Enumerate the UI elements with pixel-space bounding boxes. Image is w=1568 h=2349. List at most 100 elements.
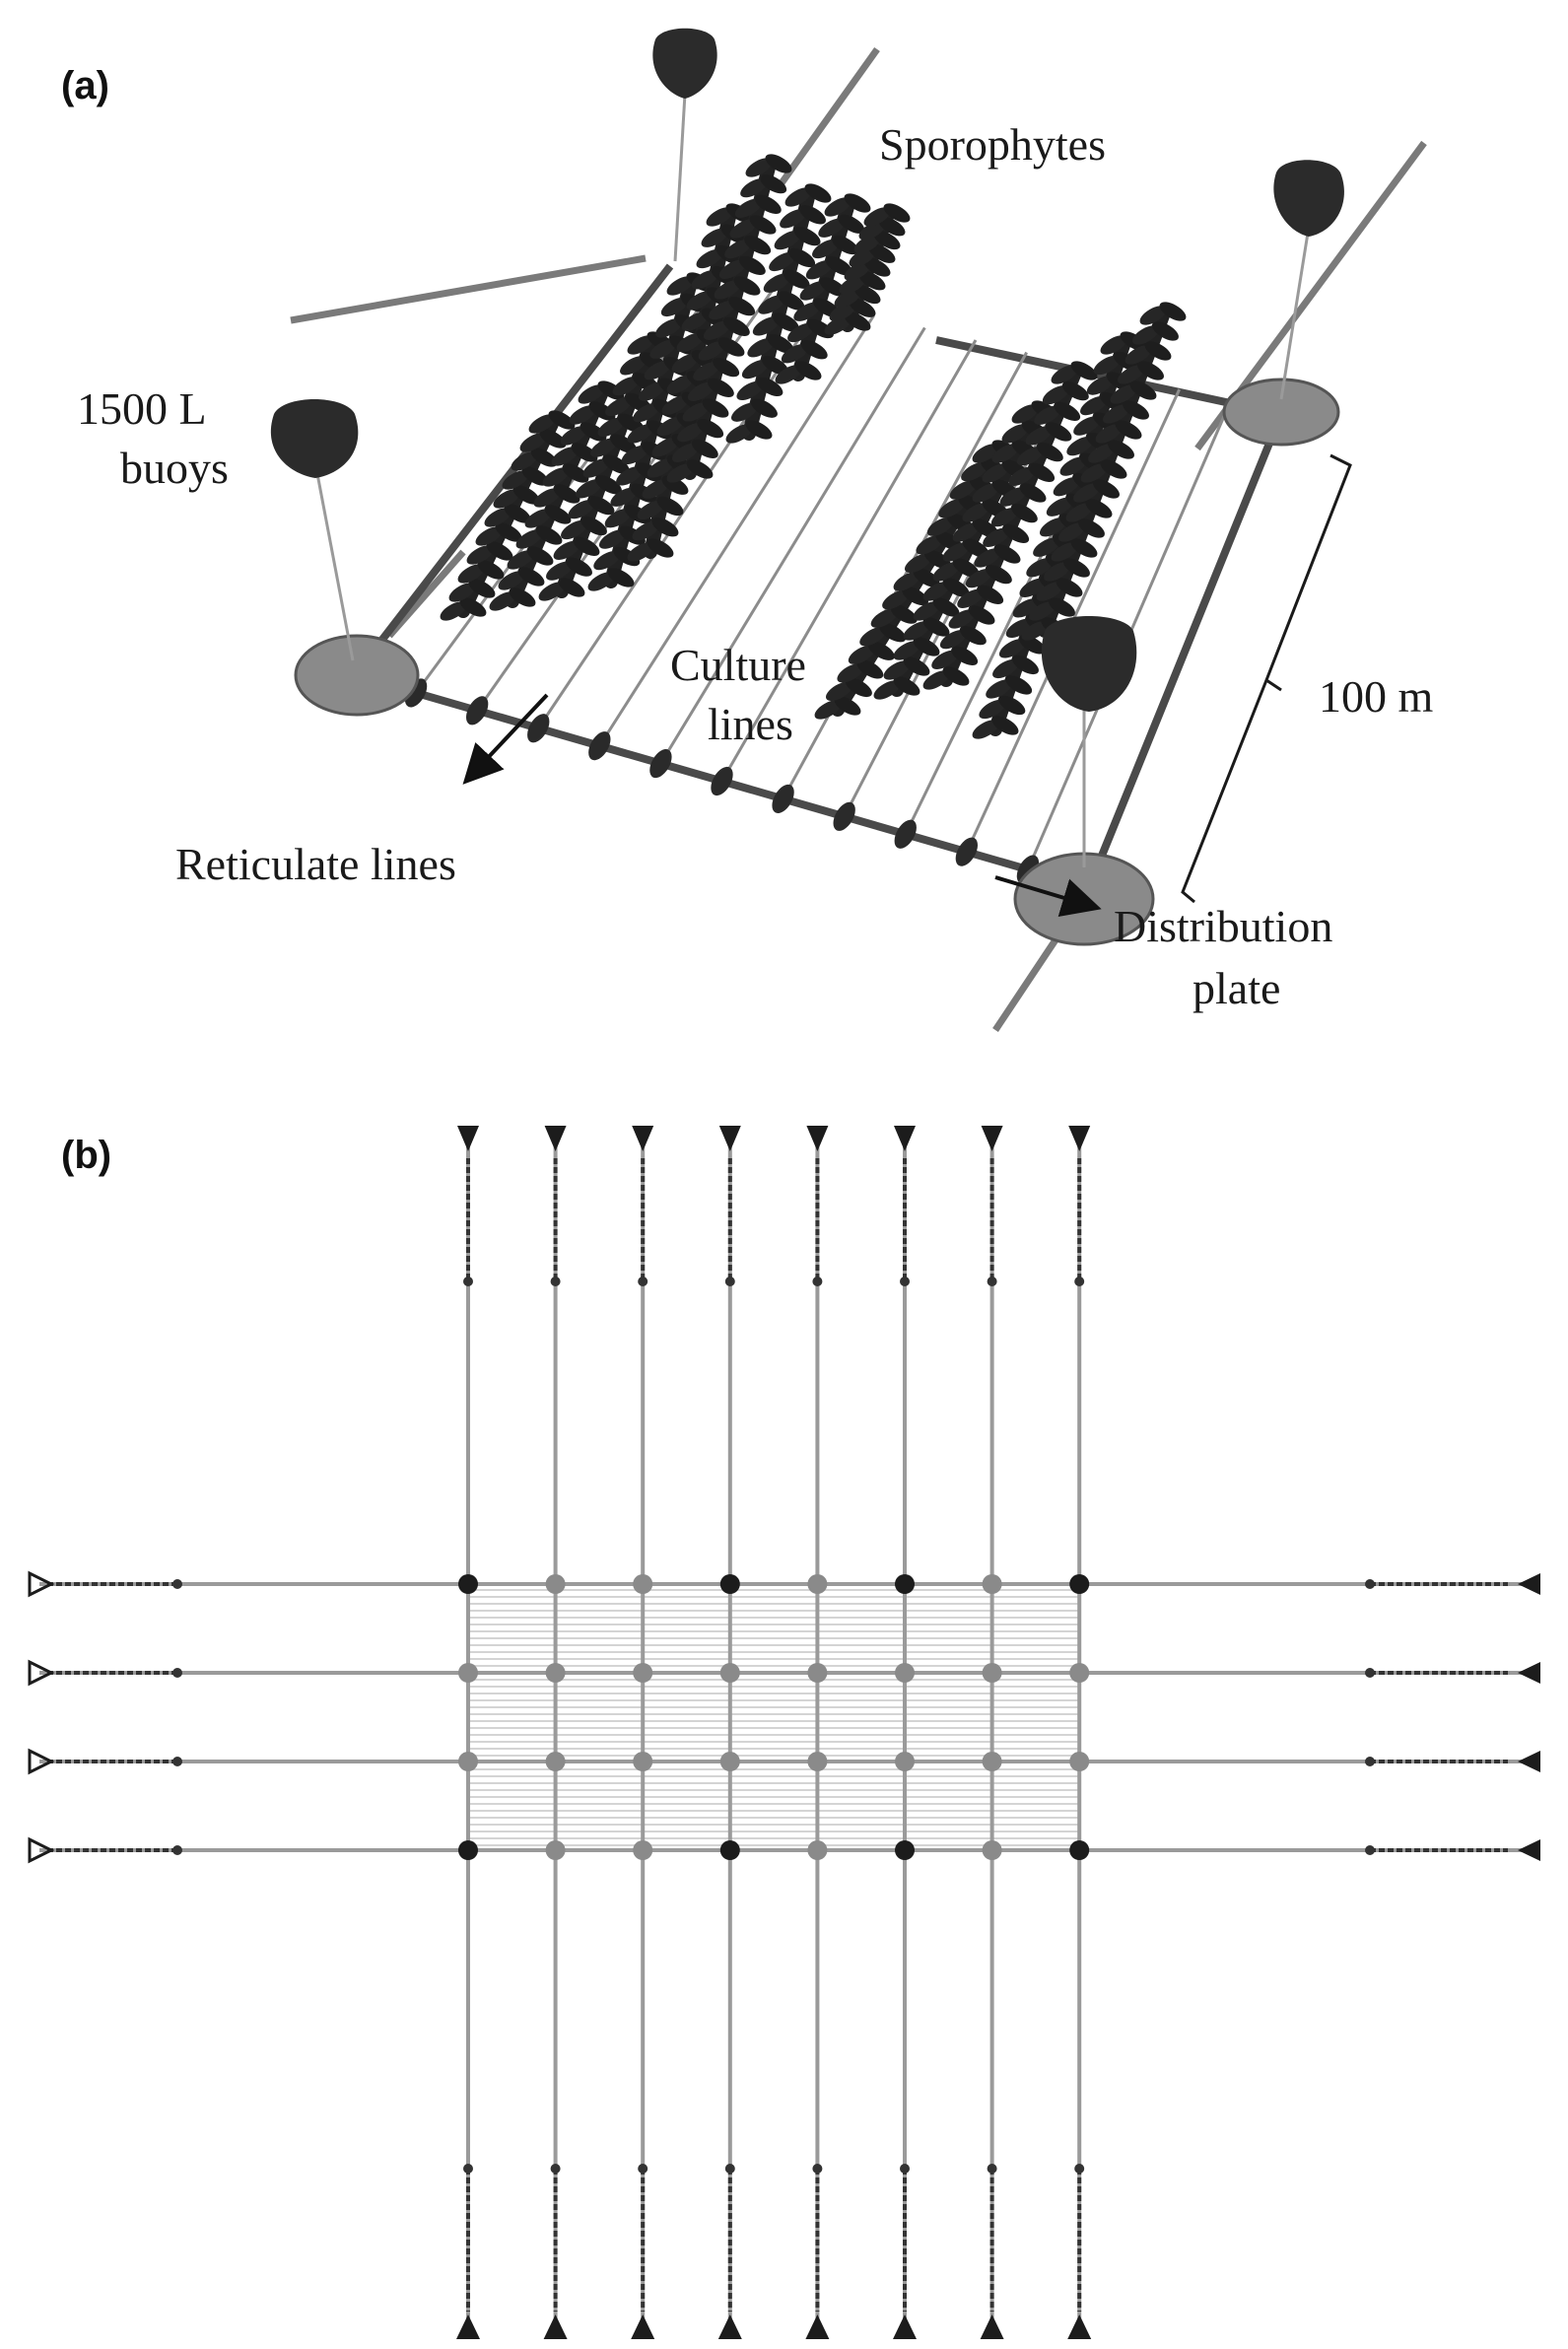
vertical-mainline: [543, 1126, 568, 2339]
label-culture-line2: lines: [708, 699, 793, 749]
panel-b-tag: (b): [61, 1134, 111, 1177]
distribution-plate: [895, 1752, 915, 1771]
anchor-icon: [806, 1126, 829, 1151]
distribution-plate: [458, 1840, 478, 1860]
distribution-plates: [294, 378, 1340, 946]
distribution-plate: [807, 1663, 828, 1683]
distribution-plate: [982, 1574, 1002, 1594]
buoy-top: [652, 28, 717, 262]
reticulate-float: [833, 801, 855, 831]
sporophyte-column: [873, 400, 1058, 700]
sporophyte-column: [824, 203, 911, 335]
distribution-plate: [807, 1840, 828, 1860]
anchor-icon: [1518, 1662, 1540, 1684]
vertical-mainline: [805, 1126, 830, 2339]
horizontal-mainline: [28, 1570, 1540, 1598]
label-reticulate: Reticulate lines: [175, 839, 456, 889]
distribution-plate: [719, 1840, 740, 1860]
vertical-mainline: [717, 1126, 742, 2339]
sporophyte-column: [725, 183, 832, 444]
label-buoys-line1: 1500 L: [77, 383, 207, 434]
plan-view-grid: [28, 1126, 1540, 2339]
reticulate-float: [711, 766, 733, 796]
sporophyte-column: [1021, 302, 1187, 641]
anchor-icon: [980, 2314, 1004, 2339]
distribution-plate: [633, 1663, 653, 1683]
reticulate-float: [588, 731, 611, 761]
vertical-mainline: [456, 1126, 480, 2339]
label-scale: 100 m: [1319, 671, 1434, 722]
vertical-mainline: [980, 1126, 1004, 2339]
buoy-icon: [1041, 616, 1137, 712]
buoys: [270, 28, 1344, 867]
anchor-icon: [28, 1748, 55, 1775]
sporophyte-column: [922, 361, 1098, 690]
horizontal-mainline: [28, 1836, 1540, 1864]
buoy-left: [270, 399, 359, 661]
anchor-icon: [28, 1570, 55, 1598]
culture-line: [720, 339, 978, 783]
anchor-icon: [457, 1126, 479, 1151]
anchor-icon: [1518, 1573, 1540, 1595]
buoy-icon: [270, 399, 359, 478]
distribution-plate: [982, 1663, 1002, 1683]
panel-a-tag: (a): [61, 64, 109, 107]
reticulate-float: [527, 714, 550, 743]
mooring-line-left: [386, 549, 466, 639]
anchor-icon: [893, 2314, 917, 2339]
buoy-right: [1273, 160, 1344, 400]
anchor-icon: [717, 2314, 742, 2339]
vertical-mainline: [631, 1126, 655, 2339]
vertical-mainline: [1067, 1126, 1092, 2339]
distribution-plate: [1069, 1840, 1090, 1860]
anchor-icon: [805, 2314, 830, 2339]
distribution-plate: [1069, 1574, 1090, 1594]
anchor-icon: [718, 1126, 741, 1151]
distribution-plate: [807, 1574, 828, 1594]
sporophytes: [440, 154, 1187, 739]
label-culture-line1: Culture: [670, 640, 806, 690]
sporophyte-column: [440, 410, 576, 621]
anchor-icon: [981, 1126, 1003, 1151]
distribution-plate-right: [1222, 378, 1340, 447]
anchor-icon: [1518, 1839, 1540, 1861]
anchor-icon: [894, 1126, 916, 1151]
scale-bracket: [1181, 453, 1352, 904]
distribution-plate: [895, 1840, 915, 1860]
reticulate-float: [894, 819, 917, 849]
reticulate-float: [772, 784, 794, 813]
reticulate-float: [465, 696, 489, 725]
mooring-line-top: [776, 46, 880, 190]
anchor-icon: [632, 1126, 654, 1151]
frame-right-edge: [1085, 412, 1285, 889]
reticulate-float: [649, 749, 672, 779]
frame-left-edge: [351, 263, 674, 678]
distribution-plate: [719, 1663, 740, 1683]
distribution-plate: [807, 1752, 828, 1771]
anchor-icon: [28, 1836, 55, 1864]
horizontal-mainline: [28, 1748, 1540, 1775]
distribution-plate-left: [294, 634, 420, 717]
label-buoys-line2: buoys: [120, 443, 229, 493]
distribution-plate: [545, 1574, 566, 1594]
distribution-plate: [545, 1752, 566, 1771]
distribution-plate: [633, 1752, 653, 1771]
distribution-plate: [1069, 1663, 1090, 1683]
distribution-plate: [545, 1663, 566, 1683]
culture-line: [598, 314, 875, 747]
anchor-icon: [544, 1126, 567, 1151]
mooring-line-bottom-right: [992, 925, 1067, 1032]
panel-b: (b): [28, 1126, 1540, 2339]
reticulate-arrow: [462, 693, 549, 785]
distribution-plate: [895, 1574, 915, 1594]
vertical-mainline: [893, 1126, 917, 2339]
scale-bracket-line: [1181, 453, 1352, 904]
sporophyte-column: [666, 154, 792, 483]
anchor-icon: [543, 2314, 568, 2339]
buoy-icon: [652, 28, 717, 99]
distribution-plate: [982, 1840, 1002, 1860]
distribution-arrow: [994, 875, 1102, 917]
label-distribution-line1: Distribution: [1114, 901, 1332, 951]
distribution-plate: [719, 1574, 740, 1594]
buoy-front: [1041, 616, 1137, 867]
